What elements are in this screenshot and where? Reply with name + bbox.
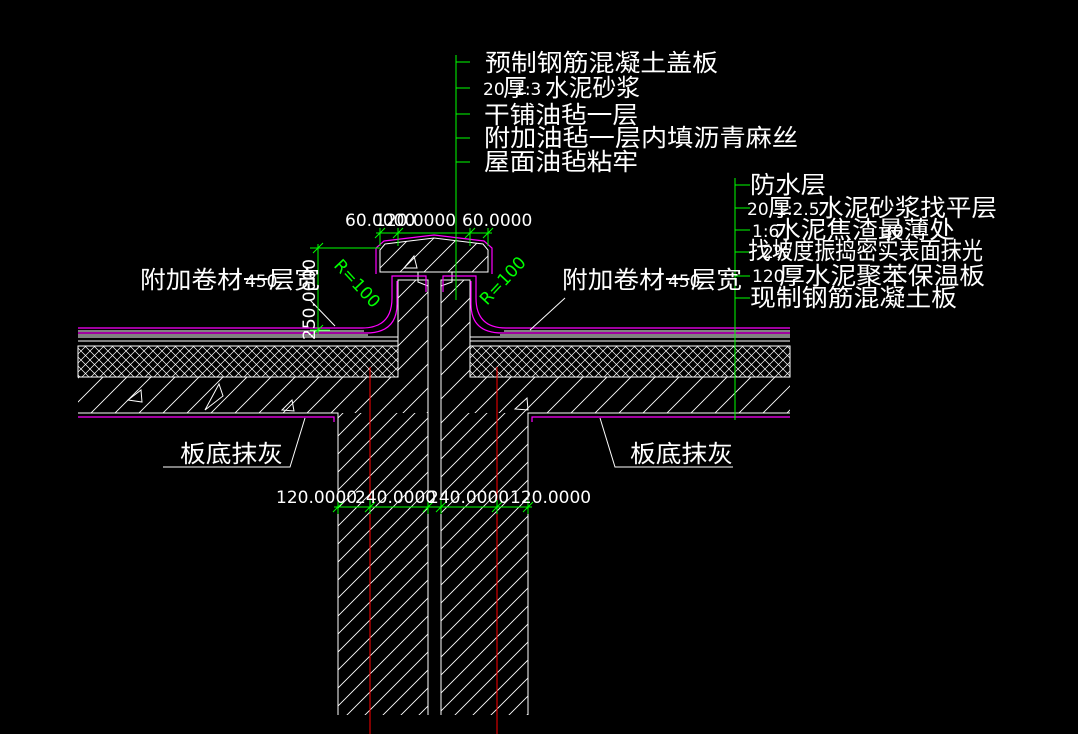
label-slope-prefix: 找	[748, 237, 771, 265]
dim-top-3: 60.0000	[462, 211, 532, 231]
soffit-leader-left	[163, 417, 306, 468]
label-soffit-left: 板底抹灰	[180, 440, 283, 468]
dim-top-1: 60.0000	[345, 211, 415, 231]
label-rc-slab: 现制钢筋混凝土板	[750, 284, 957, 312]
concrete-slab-right	[441, 280, 790, 413]
label-membrane-left: 附加卷材一层宽	[140, 266, 320, 294]
label-roof-felt: 屋面油毡粘牢	[484, 148, 638, 176]
aggregate-mark	[280, 398, 295, 412]
wall-left	[338, 413, 428, 715]
right-leader-line	[734, 178, 750, 420]
screed-layer-right	[470, 336, 790, 342]
membrane-leader-right	[529, 297, 566, 331]
label-mortar-ratio: 1:3	[514, 80, 541, 100]
precast-cover-board	[379, 237, 489, 273]
aggregate-mark	[126, 389, 143, 403]
label-soffit-right: 板底抹灰	[630, 440, 733, 468]
label-slope-rest: 坡度振捣密实表面抹光	[772, 237, 983, 265]
center-leader-line	[455, 55, 470, 300]
roof-membrane-inner-right	[470, 281, 790, 334]
aggregate-mark	[513, 396, 529, 411]
label-screed-name: 水泥砂浆找平层	[818, 194, 997, 222]
dim-upstand-height: 250.0000	[300, 259, 320, 340]
label-slag-thickness: 30	[882, 222, 904, 242]
dim-bottom-3: 240.0000	[428, 488, 509, 508]
label-slag-name: 水泥焦渣最薄处	[775, 216, 955, 244]
label-insulation-thickness: 120	[752, 267, 784, 287]
insulation-layer-right	[469, 345, 791, 378]
roof-membrane-inner-left	[78, 281, 398, 334]
label-dry-felt: 干铺油毡一层	[484, 101, 638, 129]
label-screed-thick-char: 厚	[768, 194, 792, 222]
roof-membrane-outer-right	[442, 275, 790, 329]
height-dimension-line	[310, 242, 380, 336]
soffit-plaster-right	[531, 416, 790, 422]
label-mortar-thick-char: 厚	[503, 74, 527, 102]
label-waterproof: 防水层	[750, 171, 826, 199]
soffit-plaster-left	[78, 416, 335, 422]
screed-layer-left	[78, 336, 398, 342]
top-dimension-line	[374, 227, 494, 246]
structure-outline-right	[440, 279, 790, 715]
membrane-line-right	[500, 330, 790, 336]
concrete-slab-left	[78, 280, 428, 413]
aggregate-mark	[204, 382, 224, 411]
wall-right	[441, 413, 528, 715]
label-screed-thickness: 20	[747, 200, 769, 220]
label-slag-ratio: 1:6	[752, 222, 779, 242]
dim-top-2: 120.0000	[375, 211, 456, 231]
label-mortar-name: 水泥砂浆	[545, 74, 640, 102]
label-slope-percent: 2%	[763, 243, 790, 263]
dim-bottom-1: 120.0000	[276, 488, 357, 508]
structure-outline-left	[78, 279, 429, 715]
dim-bottom-4: 120.0000	[510, 488, 591, 508]
insulation-layer-left	[77, 345, 399, 378]
membrane-leader-left	[309, 299, 336, 327]
bottom-dimension-line	[332, 500, 534, 514]
label-membrane-width-left: 450	[245, 272, 277, 292]
label-insulation-name: 厚水泥聚苯保温板	[779, 262, 985, 290]
label-extra-felt: 附加油毡一层内填沥青麻丝	[484, 124, 798, 152]
label-screed-ratio: 1:2.5	[776, 200, 820, 220]
label-membrane-right: 附加卷材一层宽	[562, 266, 742, 294]
label-cover-slab: 预制钢筋混凝土盖板	[485, 49, 718, 77]
soffit-leader-right	[599, 417, 733, 468]
cover-board-stem	[417, 272, 453, 300]
label-membrane-width-right: 450	[668, 272, 700, 292]
roof-membrane-outer-left	[78, 275, 427, 329]
dim-bottom-2: 240.0000	[355, 488, 436, 508]
label-mortar-thickness: 20	[483, 80, 505, 100]
